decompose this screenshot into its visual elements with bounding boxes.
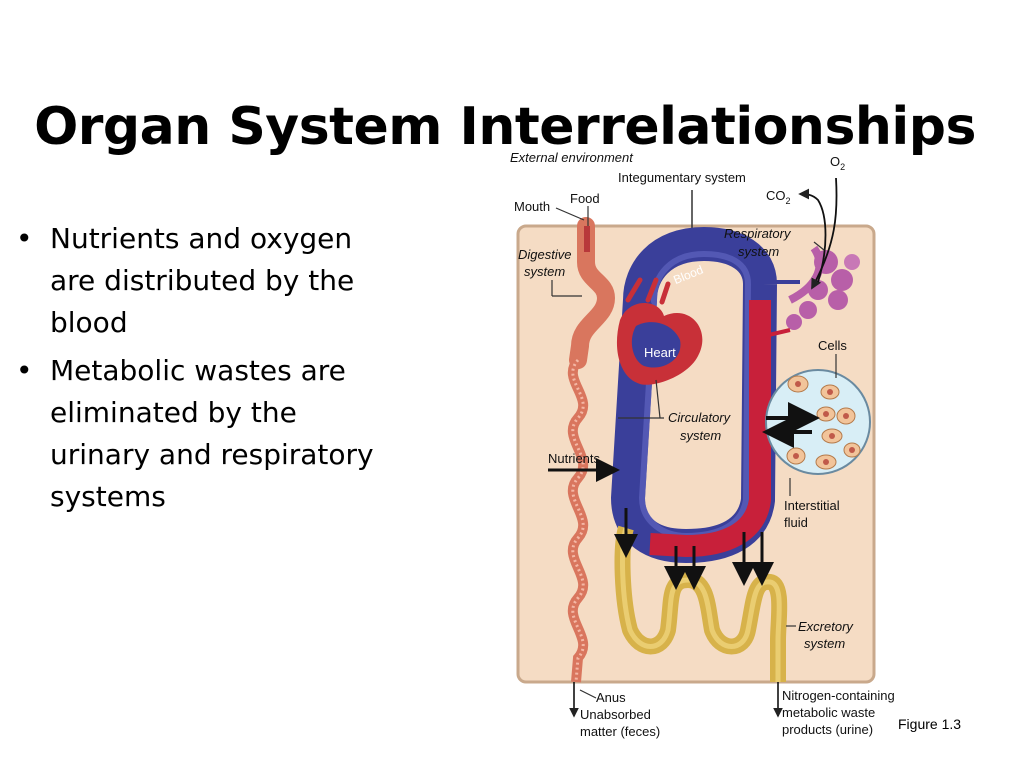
label-interstitial-line1: Interstitial (784, 498, 840, 513)
label-cells: Cells (818, 338, 847, 353)
label-anus: Anus (596, 690, 626, 705)
label-nitrogen-line2: metabolic waste (782, 705, 875, 720)
slide-title: Organ System Interrelationships (34, 96, 976, 157)
label-respiratory-line2: system (738, 244, 779, 259)
label-interstitial-line2: fluid (784, 515, 808, 530)
label-integumentary-system: Integumentary system (618, 170, 746, 185)
label-nitrogen-line1: Nitrogen-containing (782, 688, 895, 703)
bullet-item: • Metabolic wastes are eliminated by the … (14, 350, 374, 518)
label-nitrogen-line3: products (urine) (782, 722, 873, 737)
label-digestive-line1: Digestive (518, 247, 571, 262)
co2-out-arrow (798, 188, 827, 283)
bullet-list: • Nutrients and oxygen are distributed by… (14, 218, 374, 524)
digestive-tract (567, 217, 616, 683)
label-unabsorbed-line2: matter (feces) (580, 724, 660, 739)
food-entry (584, 226, 590, 252)
label-external-environment: External environment (510, 150, 634, 165)
label-mouth: Mouth (514, 199, 550, 214)
heart (616, 277, 703, 385)
bullet-text: Nutrients and oxygen are distributed by … (50, 222, 355, 339)
label-excretory-line2: system (804, 636, 845, 651)
cells-area (762, 369, 871, 475)
body-outline (516, 224, 876, 684)
label-co2: CO2 (766, 188, 791, 206)
bullet-item: • Nutrients and oxygen are distributed by… (14, 218, 374, 344)
label-food: Food (570, 191, 600, 206)
figure-caption: Figure 1.3 (898, 716, 962, 732)
bullet-text: Metabolic wastes are eliminated by the u… (50, 354, 374, 513)
bullet-dot-icon: • (16, 354, 33, 387)
label-excretory-line1: Excretory (798, 619, 854, 634)
o2-in-arrow (811, 177, 838, 290)
excretory-system (614, 508, 788, 682)
leader-lines (551, 206, 837, 699)
label-respiratory-line1: Respiratory (724, 226, 792, 241)
label-unabsorbed-line1: Unabsorbed (580, 707, 651, 722)
label-circulatory-line1: Circulatory (668, 410, 732, 425)
label-heart: Heart (644, 345, 676, 360)
bullet-dot-icon: • (16, 222, 33, 255)
label-digestive-line2: system (524, 264, 565, 279)
label-o2: O2 (830, 154, 845, 172)
label-circulatory-line2: system (680, 428, 721, 443)
respiratory-system (755, 245, 860, 340)
label-nutrients: Nutrients (548, 451, 601, 466)
